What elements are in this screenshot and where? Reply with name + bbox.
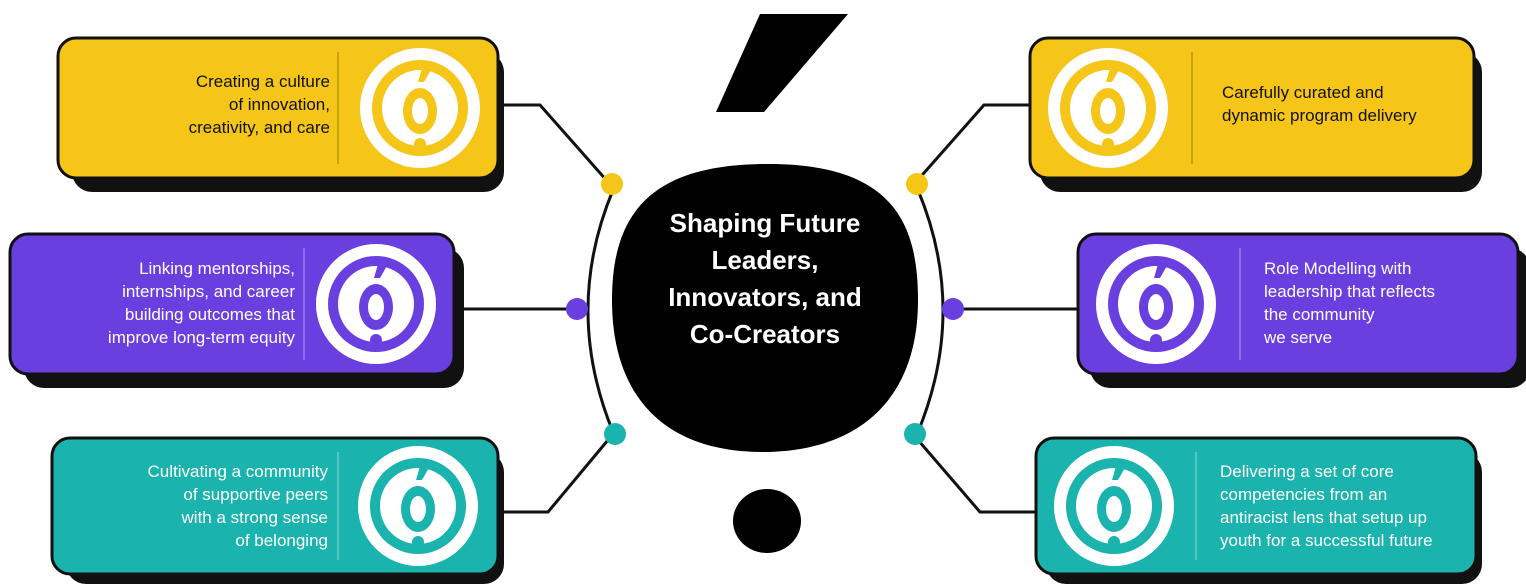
dot-middle-left — [566, 298, 588, 320]
logo-badge-icon-top-right — [1048, 48, 1168, 168]
card-line: Carefully curated and — [1222, 83, 1384, 102]
dot-top-right — [906, 173, 928, 195]
logo-badge-icon-bottom-right — [1054, 446, 1174, 566]
card-text-top-right: Carefully curated and dynamic program de… — [1222, 81, 1462, 127]
dot-bottom-right — [904, 423, 926, 445]
left-connector-arc — [586, 189, 615, 433]
card-line: creativity, and care — [188, 118, 330, 137]
card-line: improve long-term equity — [107, 328, 295, 347]
logo-badge-icon-bottom-left — [358, 446, 478, 566]
connector-bottom-left — [498, 439, 610, 514]
dot-middle-right — [942, 298, 964, 320]
logo-badge-icon-top-left — [360, 48, 480, 168]
central-title: Shaping Future Leaders, Innovators, and … — [620, 205, 910, 353]
card-text-middle-left: Linking mentorships, internships, and ca… — [30, 257, 295, 349]
card-line: the community — [1264, 305, 1375, 324]
logo-badge-icon-middle-left — [316, 244, 436, 364]
central-blob — [612, 164, 918, 452]
card-line: of innovation, — [228, 95, 330, 114]
card-line: Creating a culture — [195, 72, 330, 91]
card-line: youth for a successful future — [1220, 531, 1433, 550]
connector-top-left — [498, 103, 610, 183]
card-line: Linking mentorships, — [139, 259, 295, 278]
dot-top-left — [601, 173, 623, 195]
card-line: Role Modelling with — [1264, 259, 1412, 278]
card-line: of supportive peers — [183, 485, 328, 504]
title-line-1: Shaping Future — [669, 208, 861, 238]
card-line: Cultivating a community — [147, 462, 328, 481]
connector-bottom-right — [916, 439, 1036, 514]
card-line: antiracist lens that setup up — [1220, 508, 1427, 527]
accent-slash — [716, 14, 848, 112]
card-line: leadership that reflects — [1264, 282, 1436, 301]
logo-badge-icon-middle-right — [1096, 244, 1216, 364]
dot-bottom-left — [604, 423, 626, 445]
card-line: dynamic program delivery — [1222, 106, 1417, 125]
card-text-top-left: Creating a culture of innovation, creati… — [80, 70, 330, 139]
card-line: we serve — [1264, 328, 1333, 347]
card-line: building outcomes that — [124, 305, 295, 324]
card-line: of belonging — [235, 531, 328, 550]
title-line-2: Leaders, — [711, 245, 819, 275]
connector-top-right — [914, 103, 1030, 183]
card-line: with a strong sense — [181, 508, 328, 527]
right-connector-arc — [916, 189, 945, 433]
accent-dot — [733, 489, 801, 553]
card-line: Delivering a set of core — [1220, 462, 1394, 481]
card-line: competencies from an — [1220, 485, 1388, 504]
card-line: internships, and career — [122, 282, 295, 301]
title-line-3: Innovators, and — [668, 282, 862, 312]
title-line-4: Co-Creators — [689, 319, 841, 349]
card-text-bottom-left: Cultivating a community of supportive pe… — [70, 460, 328, 552]
card-text-middle-right: Role Modelling with leadership that refl… — [1264, 257, 1504, 349]
card-text-bottom-right: Delivering a set of core competencies fr… — [1220, 460, 1470, 552]
